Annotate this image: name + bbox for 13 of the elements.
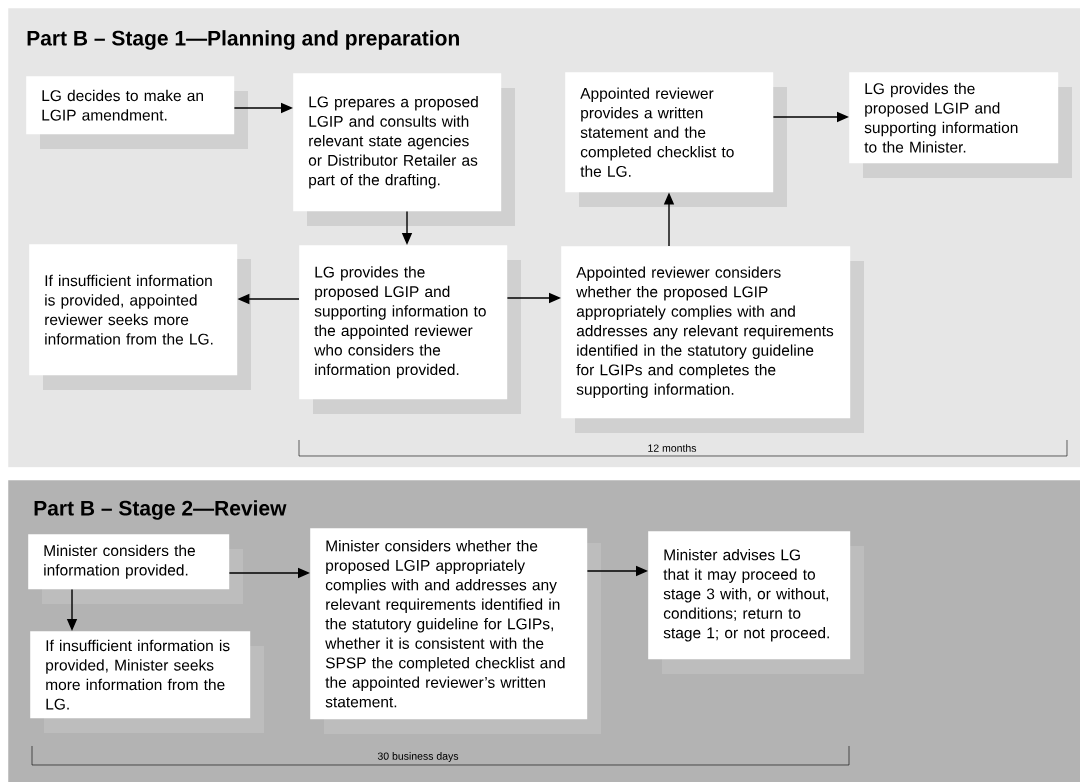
step-box: LG provides the proposed LGIP and supporting information to the appointed reviewer who considers the information provided. [299, 245, 508, 400]
step-box: If insufficient information is provided, appointed reviewer seeks more information from the LG. [29, 244, 238, 376]
duration-label: 12 months [648, 444, 697, 452]
step-box: Appointed reviewer provides a written statement and the completed checklist to the LG. [565, 72, 774, 193]
step-box: LG decides to make an LGIP amendment. [26, 76, 235, 135]
step-box: Minister advises LG that it may proceed to stage 3 with, or without, conditions; return to stage 1; or not proceed. [648, 531, 851, 660]
step-box: If insufficient information is provided, Minister seeks more information from the LG. [30, 631, 251, 719]
step-box: Appointed reviewer considers whether the proposed LGIP appropriately complies with and addresses any relevant requirements identified in the statutory guideline for LGIPs and completes the supporting information. [561, 246, 851, 419]
step-box: Minister considers the information provided. [28, 534, 230, 590]
step-box: Minister considers whether the proposed LGIP appropriately complies with and addresses any relevant requirements identified in the statutory guideline for LGIPs, whether it is consistent with the SPSP the completed checklist and the appointed reviewer’s written statement. [310, 528, 588, 720]
step-box: LG provides the proposed LGIP and supporting information to the Minister. [849, 72, 1059, 164]
duration-label: 30 business days [377, 752, 459, 762]
step-box: LG prepares a proposed LGIP and consults with relevant state agencies or Distributor Retailer as part of the drafting. [293, 73, 502, 212]
